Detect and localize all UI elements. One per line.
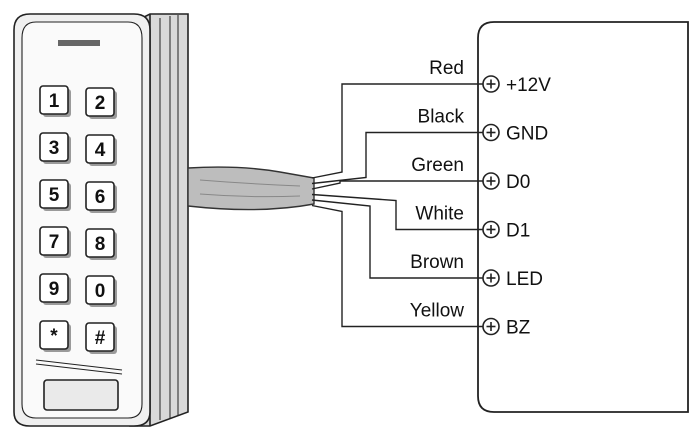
wire-line: [311, 83, 483, 179]
key-label: 3: [49, 138, 60, 159]
key-cap: [85, 134, 115, 164]
terminal-label: LED: [506, 269, 543, 290]
key-cap: [85, 322, 115, 352]
keypad-key: 8: [85, 228, 117, 260]
keypad-key: 7: [39, 226, 71, 258]
wire-line: [311, 193, 483, 231]
terminal-label: BZ: [506, 318, 531, 339]
wire-line: [311, 204, 483, 328]
keypad-key: *: [39, 320, 71, 352]
terminal-label: D1: [506, 221, 530, 242]
key-cap: [39, 132, 69, 162]
key-label: 7: [49, 232, 60, 253]
key-label: 8: [95, 234, 106, 255]
key-cap: [39, 85, 69, 115]
keypad-key: 9: [39, 273, 71, 305]
key-cap: [85, 275, 115, 305]
keypad-key: 0: [85, 275, 117, 307]
keypad-key: 6: [85, 181, 117, 213]
key-cap: [39, 273, 69, 303]
key-label: 9: [49, 279, 60, 300]
led-indicator-slot: [58, 40, 100, 46]
keypad-key: 5: [39, 179, 71, 211]
wire-color-label: White: [415, 204, 464, 225]
key-cap: [85, 228, 115, 258]
keypad-key: 3: [39, 132, 71, 164]
keypad-key: 1: [39, 85, 71, 117]
key-label: #: [95, 328, 106, 349]
key-cap: [39, 179, 69, 209]
key-cap: [39, 320, 69, 350]
keypad-keys: 1 2 3 4 5 6 7 8 9 0 * #: [39, 85, 117, 354]
wire-color-label: Black: [418, 107, 465, 128]
card-reader-window: [43, 379, 119, 411]
key-label: *: [50, 326, 58, 347]
terminal-label: +12V: [506, 75, 551, 96]
terminal-label: GND: [506, 124, 548, 145]
keypad-device: [13, 13, 189, 427]
key-cap: [39, 226, 69, 256]
key-label: 1: [49, 91, 60, 112]
wire-line: [311, 131, 483, 185]
wire-line: [311, 180, 483, 190]
key-label: 5: [49, 185, 60, 206]
key-label: 2: [95, 93, 106, 114]
wire-line: [311, 199, 483, 279]
key-label: 4: [95, 140, 106, 161]
wire-connection: Red +12V: [311, 58, 551, 179]
keypad-key: #: [85, 322, 117, 354]
key-cap: [85, 87, 115, 117]
wire-color-label: Red: [429, 58, 464, 79]
key-label: 6: [95, 187, 106, 208]
keypad-key: 4: [85, 134, 117, 166]
terminal-label: D0: [506, 172, 530, 193]
key-cap: [85, 181, 115, 211]
wire-color-label: Brown: [410, 252, 464, 273]
controller-box: [477, 21, 689, 413]
keypad-key: 2: [85, 87, 117, 119]
key-label: 0: [95, 281, 106, 302]
wire-color-label: Yellow: [410, 301, 465, 322]
cable-bundle: [187, 166, 315, 211]
wire-connections: Red+12VBlackGNDGreenD0WhiteD1BrownLEDYel…: [311, 58, 551, 339]
wire-color-label: Green: [411, 155, 464, 176]
